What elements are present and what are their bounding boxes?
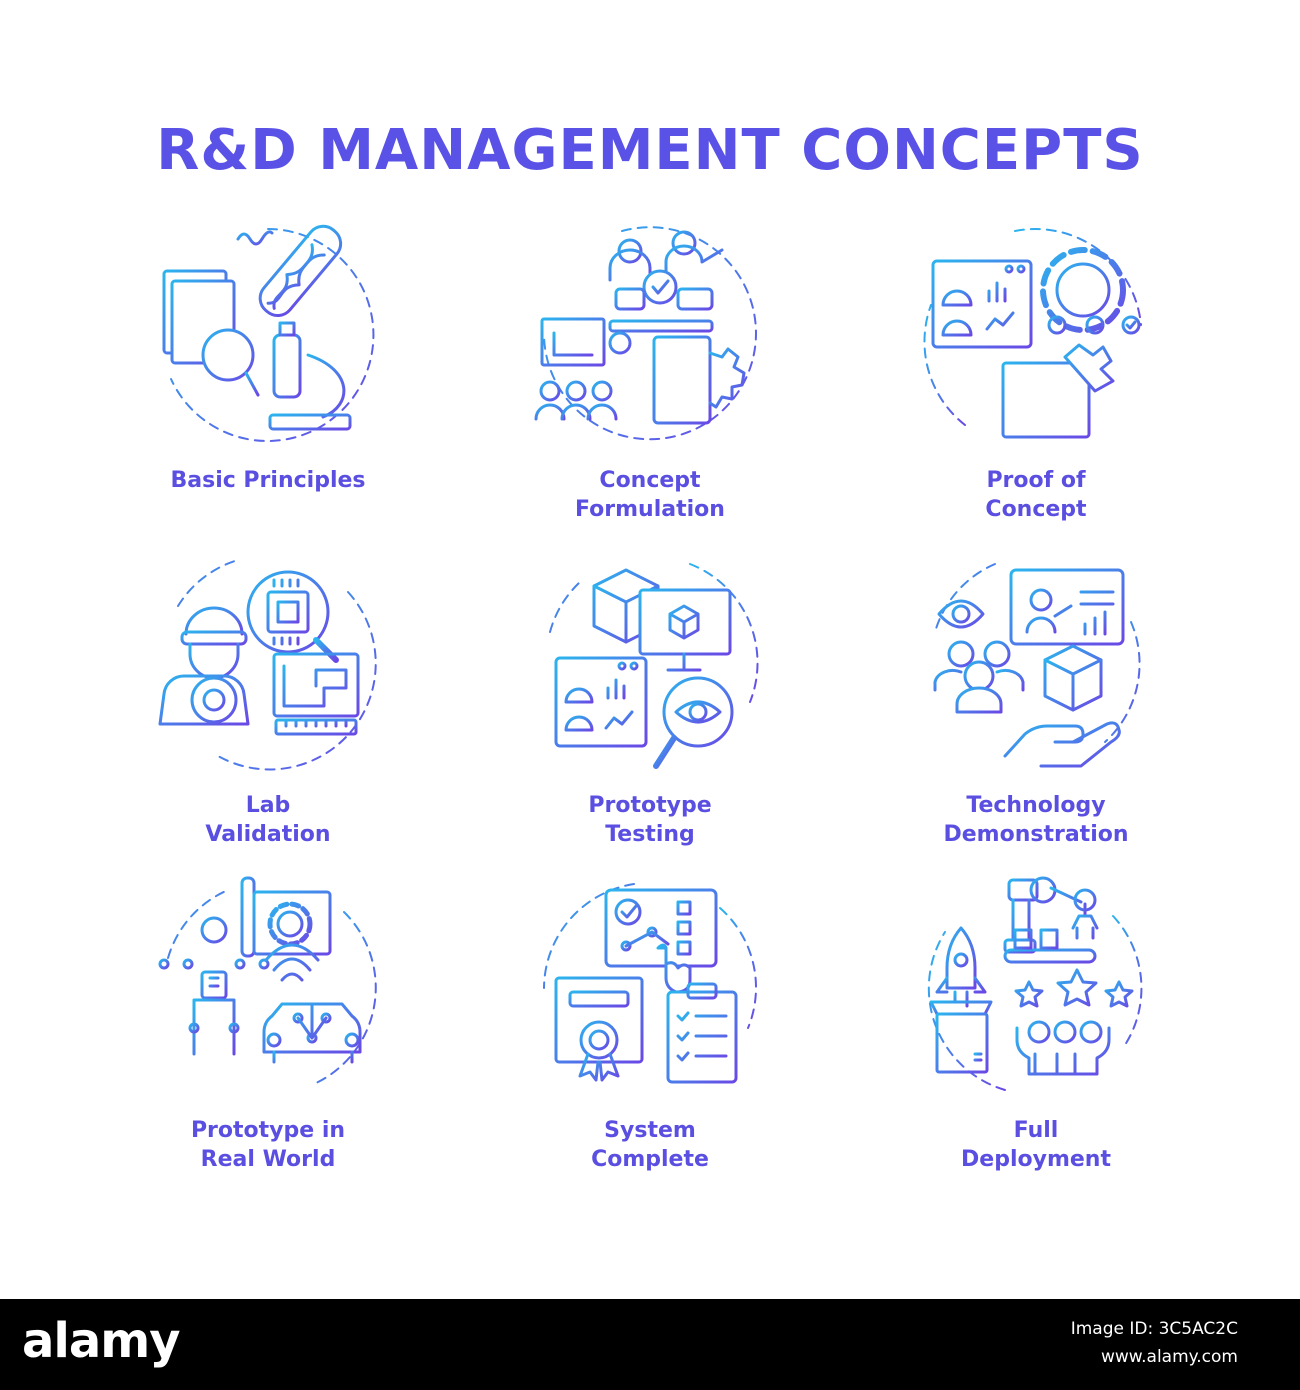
label-line: Lab (245, 793, 291, 818)
robot-car-icon (158, 876, 377, 1085)
cube-monitor-eye-icon (549, 563, 759, 769)
label-line: Complete (591, 1147, 709, 1172)
label-line: Technology (966, 793, 1106, 818)
concept-label-prototype-testing: Prototype Testing (480, 791, 820, 849)
concept-label-basic-principles: Basic Principles (98, 466, 438, 495)
concept-label-full-deployment: Full Deployment (866, 1116, 1206, 1174)
label-line: Full (1013, 1118, 1059, 1143)
concept-label-proof-of-concept: Proof of Concept (866, 466, 1206, 524)
team-idea-icon (534, 226, 757, 441)
watermark-footer: alamy Image ID: 3C5AC2C www.alamy.com (0, 1299, 1300, 1390)
certificate-checklist-icon (543, 883, 757, 1084)
label-line: Prototype (588, 793, 712, 818)
label-line: Concept (985, 497, 1087, 522)
label-line: Prototype in (190, 1118, 346, 1143)
image-id: Image ID: 3C5AC2C (1070, 1319, 1238, 1339)
label-line: Validation (205, 822, 331, 847)
concept-label-system-complete: System Complete (480, 1116, 820, 1174)
label-line: Proof of (986, 468, 1086, 493)
concept-label-lab-validation: Lab Validation (98, 791, 438, 849)
label-line: Deployment (961, 1147, 1111, 1172)
microscope-research-icon (162, 217, 375, 442)
site-url: www.alamy.com (1100, 1347, 1238, 1367)
concept-label-concept-formulation: Concept Formulation (480, 466, 820, 524)
label-line: Formulation (575, 497, 725, 522)
label-line: System (604, 1118, 696, 1143)
concept-label-technology-demonstration: Technology Demonstration (866, 791, 1206, 849)
dashboard-gear-puzzle-icon (923, 228, 1142, 439)
presentation-cube-hand-icon (933, 563, 1141, 768)
label-line: Real World (200, 1147, 336, 1172)
alamy-logo: alamy (22, 1313, 181, 1369)
label-line: Basic Principles (170, 468, 366, 493)
icon-grid (158, 217, 1143, 1091)
concept-label-prototype-in-real-world: Prototype in Real World (98, 1116, 438, 1174)
page-title: R&D MANAGEMENT CONCEPTS (156, 118, 1144, 183)
label-line: Testing (605, 822, 695, 847)
rocket-robot-arm-icon (927, 876, 1143, 1091)
label-line: Demonstration (943, 822, 1129, 847)
label-line: Concept (599, 468, 701, 493)
engineer-chip-blueprint-icon (158, 559, 377, 771)
